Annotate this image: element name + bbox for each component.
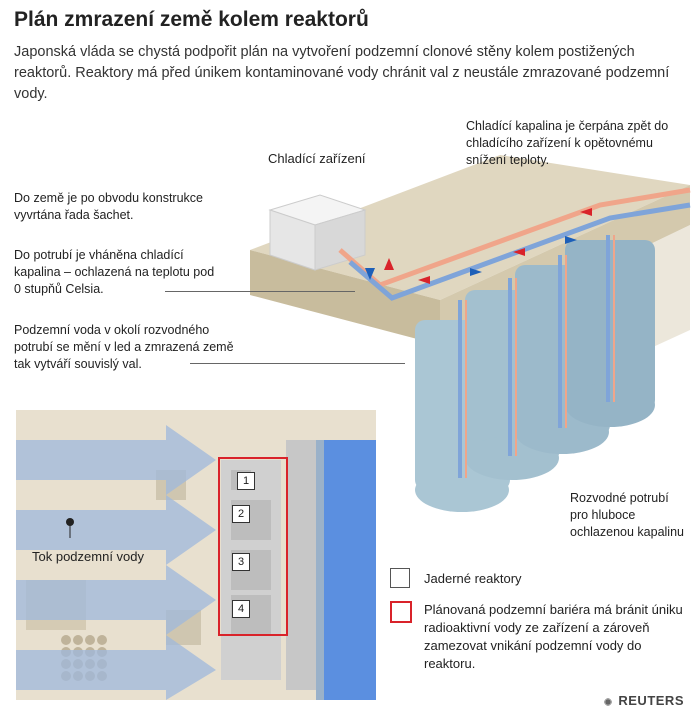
leader-coolant-pumped xyxy=(165,291,355,292)
lead-paragraph: Japonská vláda se chystá podpořit plán n… xyxy=(14,44,670,102)
planned-barrier-outline xyxy=(218,457,288,636)
ground-top xyxy=(250,155,690,300)
site-map xyxy=(16,410,376,700)
sea xyxy=(316,440,376,700)
flow-arrows xyxy=(365,208,592,284)
legend-barrier-swatch xyxy=(390,601,412,623)
reactor-box-1: 1 xyxy=(237,472,255,490)
ground-front xyxy=(250,250,440,345)
reactor-number: 1 xyxy=(242,475,250,487)
brand-logo: REUTERS xyxy=(602,693,684,708)
reactor-box-3: 3 xyxy=(232,553,250,571)
ice-columns xyxy=(415,240,655,512)
legend-reactors-text: Jaderné reaktory xyxy=(424,571,522,586)
label-groundwater-freezes: Podzemní voda v okolí rozvodného potrubí… xyxy=(14,323,234,371)
leader-groundwater-freezes xyxy=(190,363,405,364)
reactor-number: 4 xyxy=(237,603,245,615)
label-coolant-pumped: Do potrubí je vháněna chladící kapalina … xyxy=(14,248,215,296)
reuters-logo-icon xyxy=(602,695,615,708)
freeze-pipes xyxy=(458,235,615,478)
page-title: Plán zmrazení země kolem reaktorů xyxy=(14,8,369,31)
label-cooling-facility: Chladící zařízení xyxy=(268,151,366,166)
reactor-number: 2 xyxy=(237,508,245,520)
reactor-box-4: 4 xyxy=(232,600,250,618)
reactor-box-2: 2 xyxy=(232,505,250,523)
cooling-facility-block xyxy=(268,194,367,271)
label-groundwater-flow: Tok podzemní vody xyxy=(32,549,145,564)
label-distribution-pipes: Rozvodné potrubí pro hluboce ochlazenou … xyxy=(570,491,684,539)
cold-supply-pipe xyxy=(348,202,691,301)
label-coolant-return: Chladící kapalina je čerpána zpět do chl… xyxy=(466,119,669,167)
legend-reactor-swatch xyxy=(390,568,410,588)
label-shafts: Do země je po obvodu konstrukce vyvrtána… xyxy=(14,191,203,222)
legend-barrier-text: Plánovaná podzemní bariéra má bránit úni… xyxy=(424,602,683,671)
reactor-number: 3 xyxy=(237,556,245,568)
groundwater-arrows xyxy=(16,425,216,700)
